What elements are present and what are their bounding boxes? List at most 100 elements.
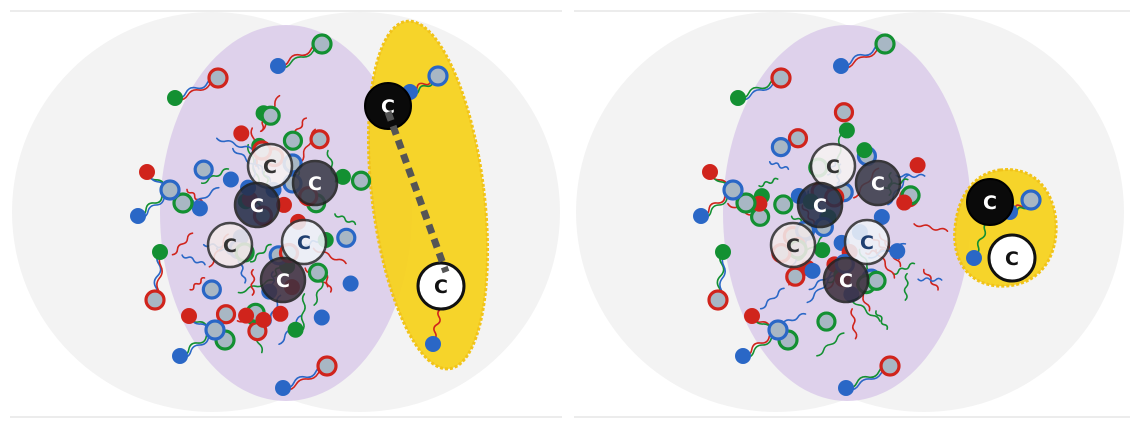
solid-token — [833, 58, 849, 74]
strand — [903, 272, 909, 301]
solid-token — [313, 309, 330, 326]
outer-c-black-label: C — [983, 192, 997, 214]
outer-c-white-label: C — [434, 276, 448, 298]
ring-token — [159, 179, 181, 201]
inner-c-label: C — [308, 173, 322, 195]
solid-token — [838, 122, 855, 139]
strand — [895, 173, 926, 179]
inner-c-node — [822, 256, 870, 304]
outer-c-group: CC — [364, 82, 466, 311]
outer-c-white — [987, 233, 1037, 283]
inner-c-label: C — [839, 270, 853, 292]
solid-token — [425, 336, 441, 352]
ring-token — [172, 192, 194, 214]
solid-token — [181, 308, 197, 324]
strand — [913, 223, 949, 232]
ring-token — [785, 266, 806, 287]
ring-token — [722, 179, 744, 201]
solid-token — [272, 305, 289, 322]
solid-token — [130, 208, 146, 224]
strand — [816, 332, 845, 357]
strand — [917, 277, 943, 282]
solid-token — [693, 208, 709, 224]
ring-token — [311, 33, 333, 55]
solid-token — [222, 171, 239, 188]
solid-token — [873, 209, 890, 226]
inner-c-label: C — [250, 195, 264, 217]
inner-c-label: C — [826, 156, 840, 178]
outer-c-black — [364, 82, 412, 130]
solid-token — [238, 307, 255, 324]
strand — [850, 308, 858, 340]
solid-token — [191, 200, 208, 217]
ring-token — [833, 102, 855, 123]
strand — [892, 262, 916, 276]
ring-token — [866, 270, 887, 291]
inner-c-node — [796, 181, 844, 229]
ring-token — [207, 67, 229, 89]
strand — [758, 177, 779, 188]
strand — [171, 232, 194, 256]
ring-token — [282, 130, 304, 151]
ring-token — [201, 279, 222, 300]
strand — [759, 287, 785, 310]
inner-c-label: C — [786, 235, 800, 257]
solid-token — [139, 164, 155, 180]
inner-c-node — [206, 221, 254, 269]
strand — [186, 188, 204, 204]
solid-token — [715, 244, 731, 260]
inner-c-node — [233, 181, 281, 229]
inner-c-label: C — [860, 232, 874, 254]
dashed-link — [384, 110, 450, 274]
ring-token — [770, 67, 792, 89]
strand — [216, 137, 254, 151]
strand — [250, 268, 256, 296]
solid-token — [856, 142, 873, 159]
ring-token — [773, 194, 794, 215]
ring-token — [427, 65, 449, 87]
ring-token — [816, 311, 837, 332]
strand — [432, 308, 442, 341]
solid-token — [334, 168, 351, 185]
ring-token — [879, 355, 901, 377]
strand — [768, 161, 790, 171]
solid-token — [735, 348, 751, 364]
solid-token — [909, 157, 926, 174]
ring-token — [309, 129, 330, 150]
solid-token — [275, 380, 291, 396]
outer-c-white — [416, 261, 466, 311]
outer-c-black — [966, 178, 1014, 226]
purple-ellipse — [723, 25, 971, 401]
ring-token — [787, 128, 809, 149]
strand — [300, 293, 306, 332]
inner-c-label: C — [813, 195, 827, 217]
free-strand-group — [693, 33, 1042, 396]
solid-token — [233, 125, 250, 142]
inner-c-label: C — [276, 270, 290, 292]
solid-token — [730, 90, 746, 106]
ring-token — [735, 192, 757, 214]
solid-token — [966, 250, 982, 266]
ring-token — [707, 289, 729, 311]
solid-token — [152, 244, 168, 260]
outer-c-group: CC — [966, 178, 1037, 283]
solid-token — [172, 348, 188, 364]
solid-token — [255, 311, 272, 328]
strand — [200, 168, 230, 185]
ring-token — [767, 319, 789, 341]
solid-token — [804, 262, 821, 279]
inner-c-label: C — [223, 235, 237, 257]
strand — [249, 243, 272, 263]
strand — [851, 298, 881, 322]
ring-token — [316, 355, 338, 377]
ring-token — [1020, 189, 1042, 211]
strand — [974, 221, 989, 256]
inner-c-node — [291, 159, 339, 207]
ring-token — [144, 289, 166, 311]
ring-token — [770, 137, 791, 158]
ring-token — [336, 227, 357, 248]
